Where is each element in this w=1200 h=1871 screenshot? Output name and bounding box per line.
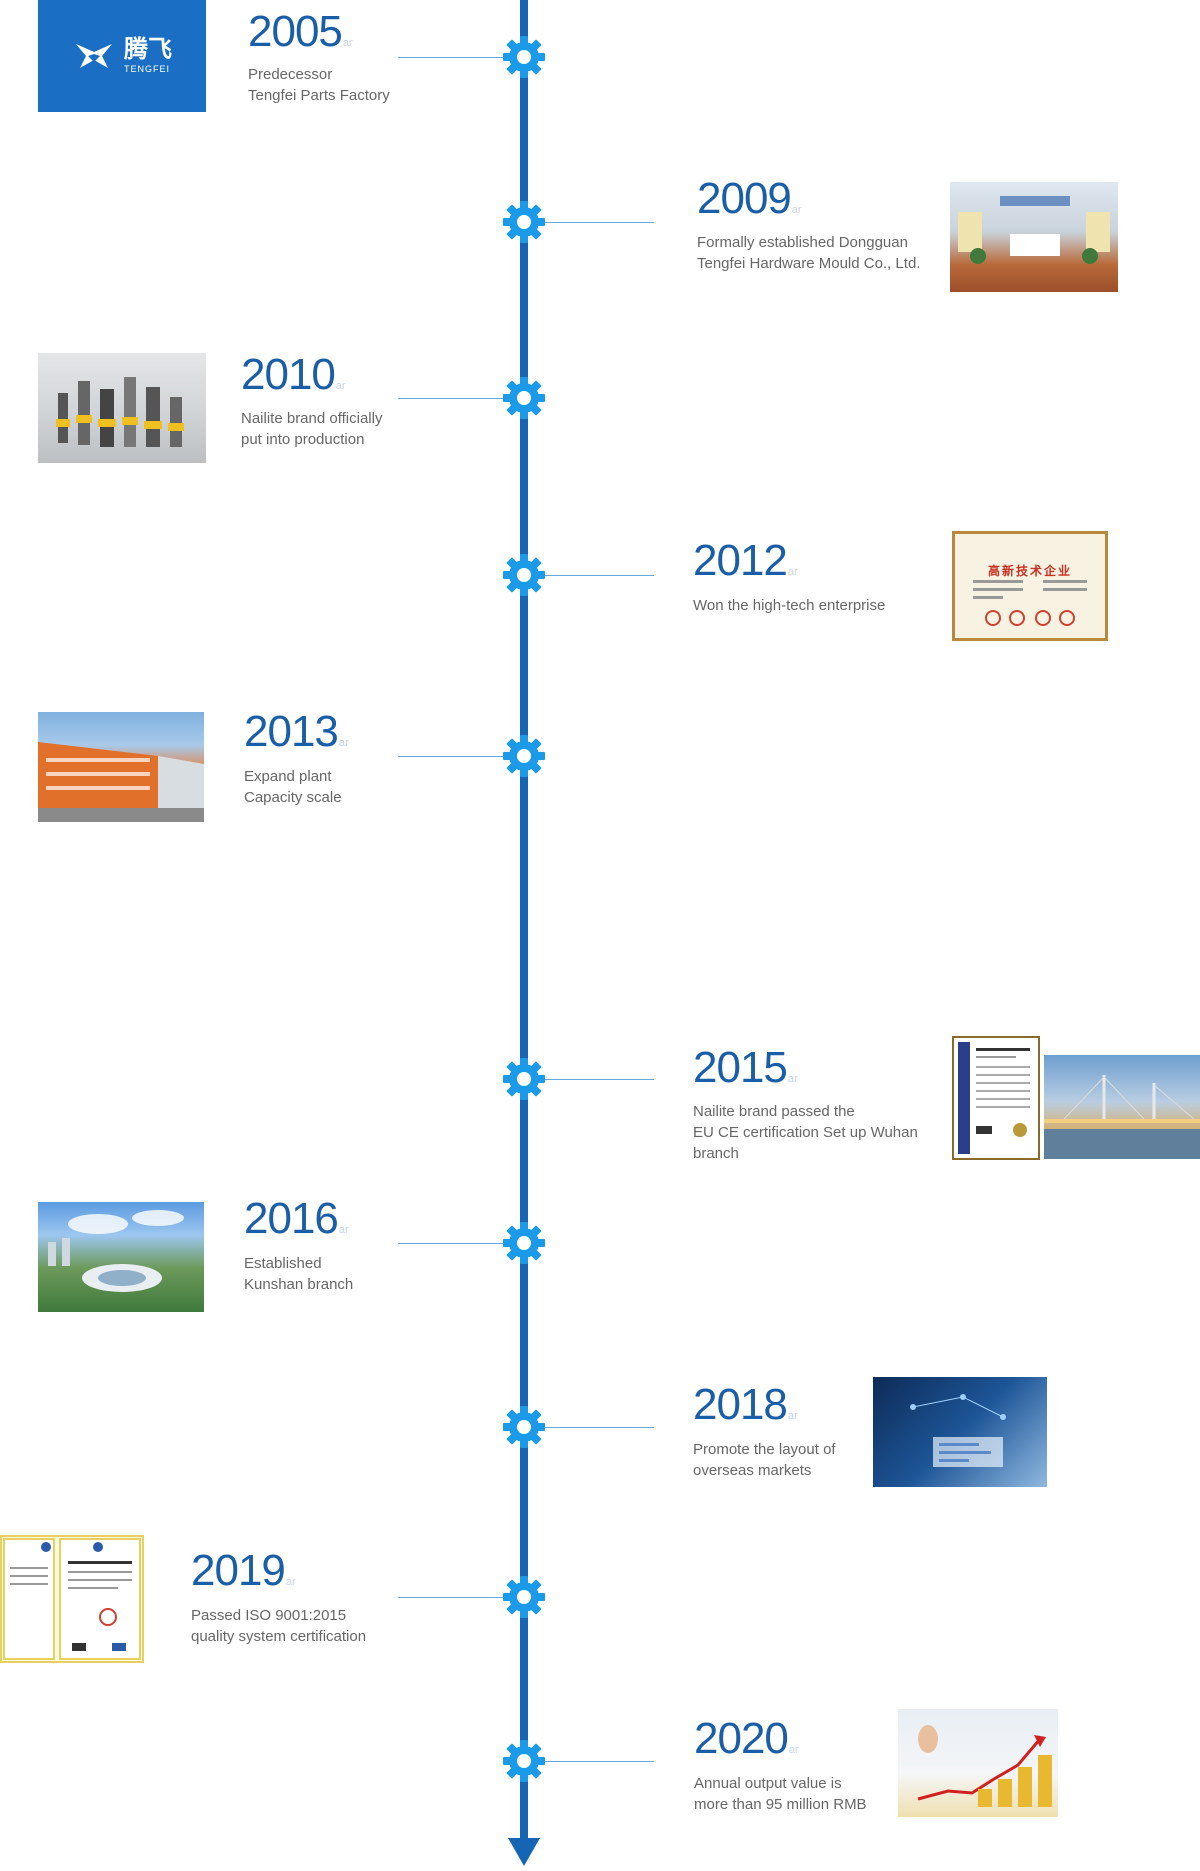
certificate-title: 高新技术企业 xyxy=(987,564,1072,578)
description-line: quality system certification xyxy=(191,1628,367,1645)
milestone-description: Established Kunshan branch xyxy=(244,1253,504,1295)
year-suffix: ar xyxy=(338,737,349,749)
description-line: Won the high-tech enterprise xyxy=(693,597,886,614)
description-line: Capacity scale xyxy=(244,789,342,806)
timeline-spine xyxy=(520,0,528,1840)
milestone-year: 2016ar xyxy=(244,1197,349,1241)
description-line: Nailite brand officially xyxy=(241,410,383,427)
description-line: Kunshan branch xyxy=(244,1276,354,1293)
ce-certificate-image xyxy=(952,1036,1040,1160)
milestone-description: Nailite brand passed the EU CE certifica… xyxy=(693,1101,953,1164)
description-line: EU CE certification Set up Wuhan branch xyxy=(693,1124,918,1162)
milestone-description: Promote the layout of overseas markets xyxy=(693,1439,953,1481)
wuhan-bridge-photo xyxy=(1044,1055,1200,1159)
iso-certificate-image xyxy=(0,1535,144,1663)
year-2010: 2010 xyxy=(241,350,336,399)
year-suffix: ar xyxy=(788,1744,799,1756)
milestone-year: 2019ar xyxy=(191,1549,296,1593)
description-line: put into production xyxy=(241,431,365,448)
year-2019: 2019 xyxy=(191,1546,286,1595)
connector-line xyxy=(526,222,654,223)
year-suffix: ar xyxy=(342,37,353,49)
description-line: Established xyxy=(244,1255,322,1272)
milestone-year: 2015ar xyxy=(693,1046,798,1090)
gear-icon xyxy=(502,35,546,79)
description-line: Expand plant xyxy=(244,768,332,785)
description-line: Tengfei Parts Factory xyxy=(248,87,390,104)
milestone-description: Annual output value is more than 95 mill… xyxy=(694,1773,954,1815)
timeline-arrow xyxy=(508,1838,540,1866)
office-lobby-photo xyxy=(950,182,1118,292)
description-line: Predecessor xyxy=(248,66,333,83)
year-2013: 2013 xyxy=(244,707,339,756)
gear-icon xyxy=(502,1221,546,1265)
connector-line xyxy=(526,1427,654,1428)
milestone-year: 2005ar xyxy=(248,10,353,54)
wings-logo-icon xyxy=(76,44,112,68)
connector-line xyxy=(398,1597,522,1598)
connector-line xyxy=(526,1079,654,1080)
factory-building-photo xyxy=(38,712,204,822)
gear-icon xyxy=(502,734,546,778)
year-2009: 2009 xyxy=(697,174,792,223)
description-line: Passed ISO 9001:2015 xyxy=(191,1607,347,1624)
year-suffix: ar xyxy=(787,1410,798,1422)
year-suffix: ar xyxy=(791,204,802,216)
milestone-description: Nailite brand officially put into produc… xyxy=(241,408,501,450)
year-2016: 2016 xyxy=(244,1194,339,1243)
logo-chinese-text: 腾飞 xyxy=(124,36,172,63)
gas-spring-products-photo xyxy=(38,353,206,463)
year-suffix: ar xyxy=(285,1576,296,1588)
milestone-year: 2012ar xyxy=(693,539,798,583)
gear-icon xyxy=(502,1575,546,1619)
year-suffix: ar xyxy=(335,380,346,392)
milestone-year: 2018ar xyxy=(693,1383,798,1427)
connector-line xyxy=(526,1761,654,1762)
connector-line xyxy=(398,756,522,757)
description-line: Formally established Dongguan xyxy=(697,234,908,251)
logo-english-text: TENGFEI xyxy=(124,64,171,74)
gear-icon xyxy=(502,1405,546,1449)
year-suffix: ar xyxy=(787,566,798,578)
milestone-description: Expand plant Capacity scale xyxy=(244,766,504,808)
description-line: overseas markets xyxy=(693,1462,812,1479)
milestone-description: Passed ISO 9001:2015 quality system cert… xyxy=(191,1605,391,1647)
year-suffix: ar xyxy=(338,1224,349,1236)
connector-line xyxy=(398,57,522,58)
gear-icon xyxy=(502,553,546,597)
milestone-year: 2009ar xyxy=(697,177,802,221)
year-2015: 2015 xyxy=(693,1043,788,1092)
year-suffix: ar xyxy=(787,1073,798,1085)
year-2012: 2012 xyxy=(693,536,788,585)
description-line: more than 95 million RMB xyxy=(694,1796,867,1813)
milestone-year: 2020ar xyxy=(694,1717,799,1761)
tengfei-logo: 腾飞 TENGFEI xyxy=(38,0,206,112)
milestone-description: Won the high-tech enterprise xyxy=(693,595,953,616)
gear-icon xyxy=(502,1739,546,1783)
year-2018: 2018 xyxy=(693,1380,788,1429)
description-line: Nailite brand passed the xyxy=(693,1103,855,1120)
year-2020: 2020 xyxy=(694,1714,789,1763)
growth-coins-photo xyxy=(898,1709,1058,1817)
kunshan-aerial-photo xyxy=(38,1202,204,1312)
milestone-description: Formally established Dongguan Tengfei Ha… xyxy=(697,232,957,274)
milestone-year: 2013ar xyxy=(244,710,349,754)
description-line: Promote the layout of xyxy=(693,1441,836,1458)
gear-icon xyxy=(502,376,546,420)
connector-line xyxy=(526,575,654,576)
year-2005: 2005 xyxy=(248,7,343,56)
connector-line xyxy=(398,398,522,399)
milestone-year: 2010ar xyxy=(241,353,346,397)
connector-line xyxy=(398,1243,522,1244)
description-line: Tengfei Hardware Mould Co., Ltd. xyxy=(697,255,921,272)
overseas-markets-photo xyxy=(873,1377,1047,1487)
gear-icon xyxy=(502,200,546,244)
high-tech-certificate-image: 高新技术企业 xyxy=(952,531,1108,641)
milestone-description: Predecessor Tengfei Parts Factory xyxy=(248,64,508,106)
gear-icon xyxy=(502,1057,546,1101)
description-line: Annual output value is xyxy=(694,1775,842,1792)
